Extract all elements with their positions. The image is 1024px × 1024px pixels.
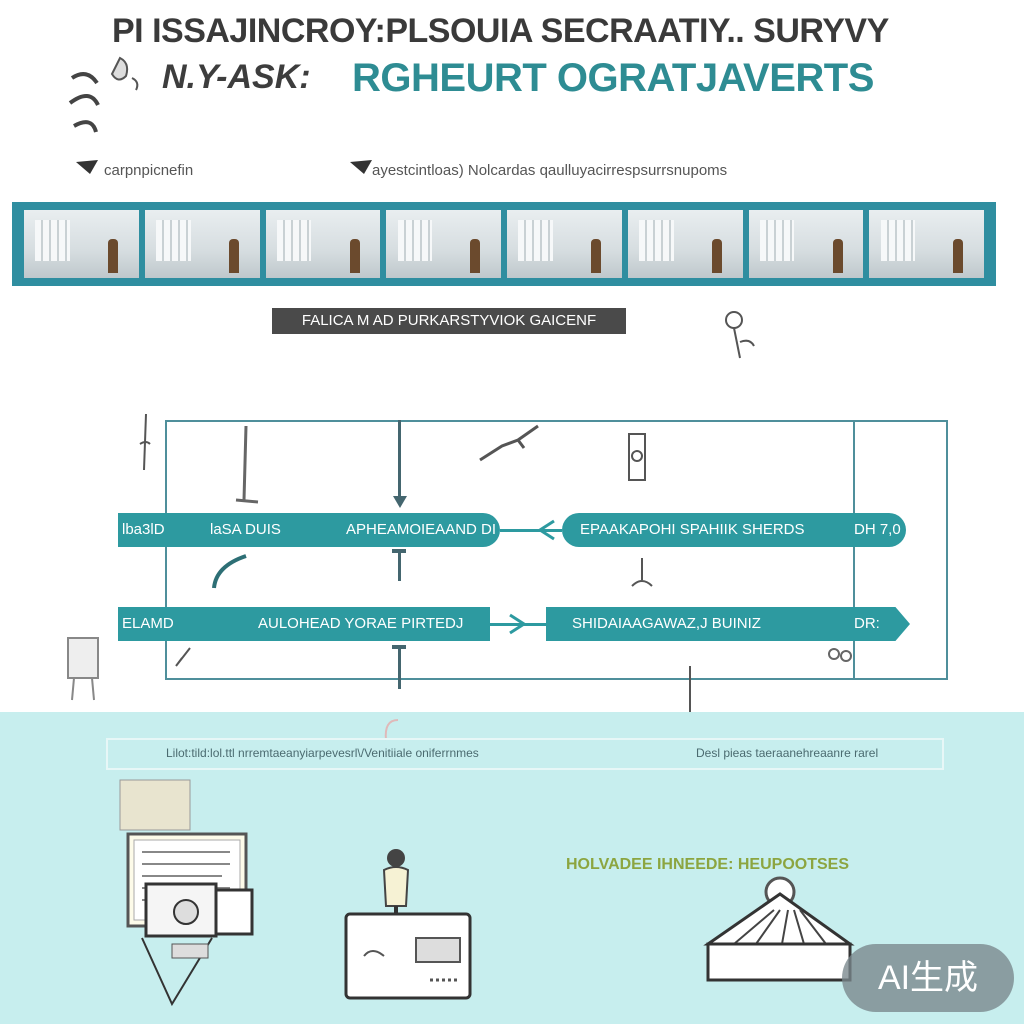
bird-sketch-icon <box>479 424 539 462</box>
figure-sketch-icon <box>235 425 259 504</box>
scene-image <box>748 210 864 278</box>
row2-connector <box>490 623 546 626</box>
chevron-left-icon <box>537 519 555 541</box>
laptop-person-illustration <box>344 849 472 1000</box>
flower-small-sketch-icon <box>828 648 852 662</box>
bottom-caption-box <box>106 738 944 770</box>
scribble-icon <box>384 719 399 741</box>
bottom-caption-right: Desl pieas taeraanehreaanre rarel <box>696 746 879 760</box>
flow-row1-right: EPAAKAPOHI SPAHIIK SHERDS DH 7,0 <box>562 513 906 547</box>
row1-left-code: lba3lD <box>122 521 165 538</box>
scene-image <box>869 210 984 278</box>
page-subtitle-sketch: N.Y-ASK: <box>162 58 311 96</box>
page-title: PI ISSAJINCROY:PLSOUIA SECRAATIY.. SURYV… <box>112 12 889 50</box>
row1-connector <box>500 529 562 532</box>
flow-row1-left: lba3lD laSA DUIS APHEAMOIEAAND DI <box>118 513 500 547</box>
connector-line <box>398 420 401 496</box>
pavilion-illustration <box>703 876 855 982</box>
scene-image <box>265 210 381 278</box>
bottom-caption-left: Lilot:tild:lol.ttl nrremtaeanyiarpevesrl… <box>166 746 479 760</box>
flower-sketch-icon <box>725 311 755 359</box>
flow-row2-left: ELAMD AULOHEAD YORAE PIRTEDJ <box>118 607 490 641</box>
lamp-sketch-icon <box>631 558 653 587</box>
pen-sketch-icon <box>139 413 151 471</box>
flow-row2-right: SHIDAIAAGAWAZ,J BUINIZ DR: <box>546 607 910 641</box>
chevron-right-icon <box>509 613 527 635</box>
scene-image <box>386 210 501 278</box>
row1-left-label1: laSA DUIS <box>210 521 281 538</box>
scene-banner <box>12 202 996 286</box>
marker-icon <box>76 160 98 174</box>
scene-image <box>24 210 139 278</box>
row1-left-label2: APHEAMOIEAAND DI <box>346 521 497 538</box>
curve-sketch-icon <box>212 554 247 589</box>
connector-line <box>398 549 401 581</box>
stand-sketch-icon <box>67 637 99 701</box>
bottom-heading: HOLVADEE IHNEEDE: HEUPOOTSES <box>566 856 849 873</box>
row2-left-label: AULOHEAD YORAE PIRTEDJ <box>258 615 464 632</box>
marker-icon <box>350 160 372 174</box>
arrow-down-icon <box>393 496 407 508</box>
page-subtitle: RGHEURT OGRATJAVERTS <box>352 56 874 100</box>
document-robot-illustration <box>119 779 254 1007</box>
row1-right-code: DH 7,0 <box>854 521 901 538</box>
handwritten-sketch-icon <box>68 56 139 133</box>
device-sketch-icon <box>628 433 646 481</box>
row1-right-label: EPAAKAPOHI SPAHIIK SHERDS <box>580 521 805 538</box>
scene-image <box>144 210 260 278</box>
pencil-sketch-icon <box>175 647 191 667</box>
scene-image <box>507 210 622 278</box>
row2-right-label: SHIDAIAAGAWAZ,J BUINIZ <box>572 615 761 632</box>
connector-line <box>398 645 401 689</box>
ai-generated-badge: AI生成 <box>842 944 1014 1012</box>
subheading-left: carpnpicnefin <box>104 162 194 179</box>
scene-image <box>627 210 743 278</box>
row2-right-code: DR: <box>854 615 880 632</box>
flow-frame <box>165 420 948 680</box>
flow-divider <box>853 420 855 680</box>
row2-left-code: ELAMD <box>122 615 174 632</box>
section-label: FALICA M AD PURKARSTYVIOK GAICENF <box>272 308 626 334</box>
subheading-right: ayestcintloas) Nolcardas qaulluyacirresp… <box>372 162 728 179</box>
